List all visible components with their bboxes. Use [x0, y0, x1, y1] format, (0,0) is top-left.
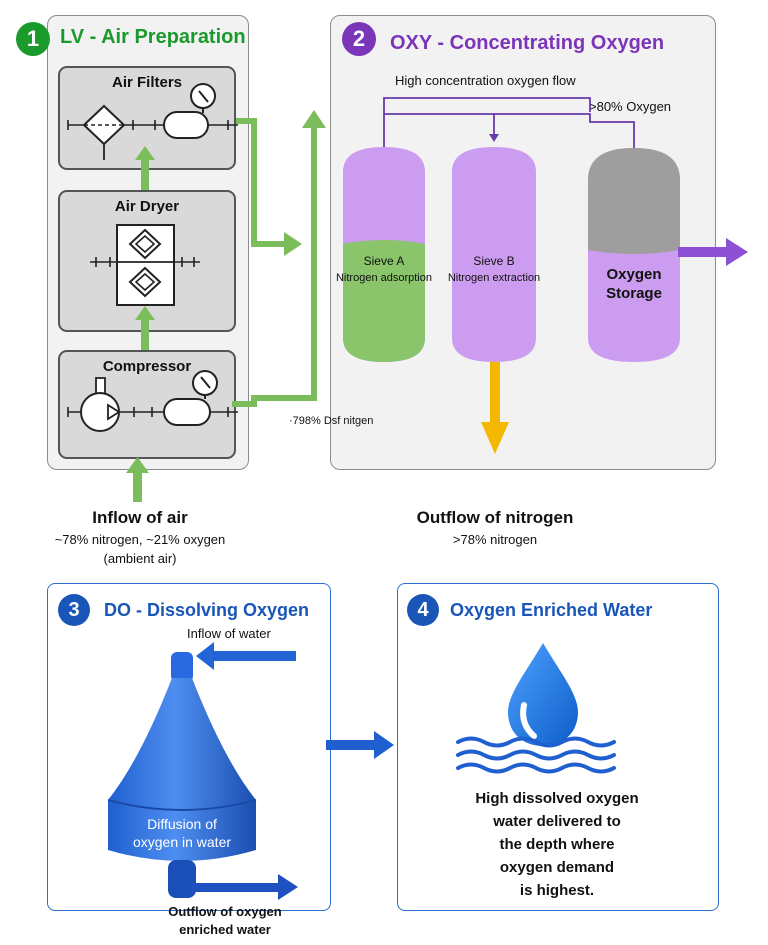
sieve-b-description: Nitrogen extraction — [447, 272, 541, 284]
section-3-title: DO - Dissolving Oxygen — [104, 600, 310, 620]
enriched-water-desc-1: High dissolved oxygen — [475, 790, 639, 807]
green-piping — [232, 118, 317, 407]
section-3-number: 3 — [58, 594, 90, 626]
section-1-title: LV - Air Preparation — [60, 26, 246, 48]
sieve-a-description: Nitrogen adsorption — [335, 272, 432, 284]
sieve-a-tank — [343, 147, 425, 362]
sieve-b-tank — [452, 147, 536, 362]
oxygen-flow-label: High concentration oxygen flow — [395, 73, 576, 88]
diffusion-label-2: oxygen in water — [132, 834, 232, 850]
green-flow-arrows — [126, 146, 155, 502]
water-outflow-arrow — [192, 874, 298, 900]
filter-icon — [67, 104, 238, 160]
pump-icon — [67, 370, 238, 432]
enriched-water-panel — [397, 583, 719, 911]
waves-icon — [456, 736, 616, 774]
oxygen-output-arrow — [678, 238, 748, 266]
enriched-water-desc-5: is highest. — [519, 882, 595, 899]
section-4-title: Oxygen Enriched Water — [450, 600, 653, 620]
outflow-nitrogen-title: Outflow of nitrogen — [416, 508, 574, 527]
oxygen-percentage-label: >80% Oxygen — [589, 99, 672, 114]
nitrogen-output-arrow — [481, 362, 509, 454]
nitrogen-note: ·798% Dsf nitgen — [289, 415, 374, 427]
inflow-air-note: (ambient air) — [103, 551, 177, 566]
dryer-icon — [90, 224, 200, 306]
oxygen-flow-lines — [383, 97, 635, 150]
enriched-water-desc-3: the depth where — [499, 836, 615, 853]
compressor-label: Compressor — [102, 358, 192, 375]
inflow-air-title: Inflow of air — [92, 508, 188, 527]
oxygen-storage-label-2: Storage — [606, 285, 662, 302]
air-filters-label: Air Filters — [111, 74, 183, 91]
oxygen-storage-label-1: Oxygen — [606, 266, 662, 283]
diffusion-label-1: Diffusion of — [147, 816, 217, 832]
air-dryer-label: Air Dryer — [114, 198, 180, 215]
section-2-number: 2 — [342, 22, 376, 56]
oxygen-storage-tank — [588, 148, 680, 362]
section-4-number: 4 — [407, 594, 439, 626]
enriched-water-desc-2: water delivered to — [493, 813, 621, 830]
sieve-b-name: Sieve B — [473, 254, 515, 268]
outflow-water-label-1: Outflow of oxygen — [168, 904, 282, 919]
sieve-a-name: Sieve A — [363, 254, 405, 268]
green-arrowheads — [284, 110, 326, 256]
outflow-water-label-2: enriched water — [179, 922, 271, 937]
gauge-icon — [190, 83, 216, 113]
outflow-nitrogen-composition: >78% nitrogen — [452, 532, 538, 547]
enriched-water-desc-4: oxygen demand — [499, 859, 615, 876]
section-2-title: OXY - Concentrating Oxygen — [390, 32, 665, 54]
section-1-number: 1 — [16, 22, 50, 56]
inflow-air-composition: ~78% nitrogen, ~21% oxygen — [54, 532, 226, 547]
section-connector-arrow — [326, 731, 394, 759]
inflow-water-label: Inflow of water — [187, 626, 271, 641]
water-inflow-arrow — [196, 642, 296, 670]
water-drop-icon — [508, 643, 578, 746]
diffuser-cone — [107, 652, 257, 898]
